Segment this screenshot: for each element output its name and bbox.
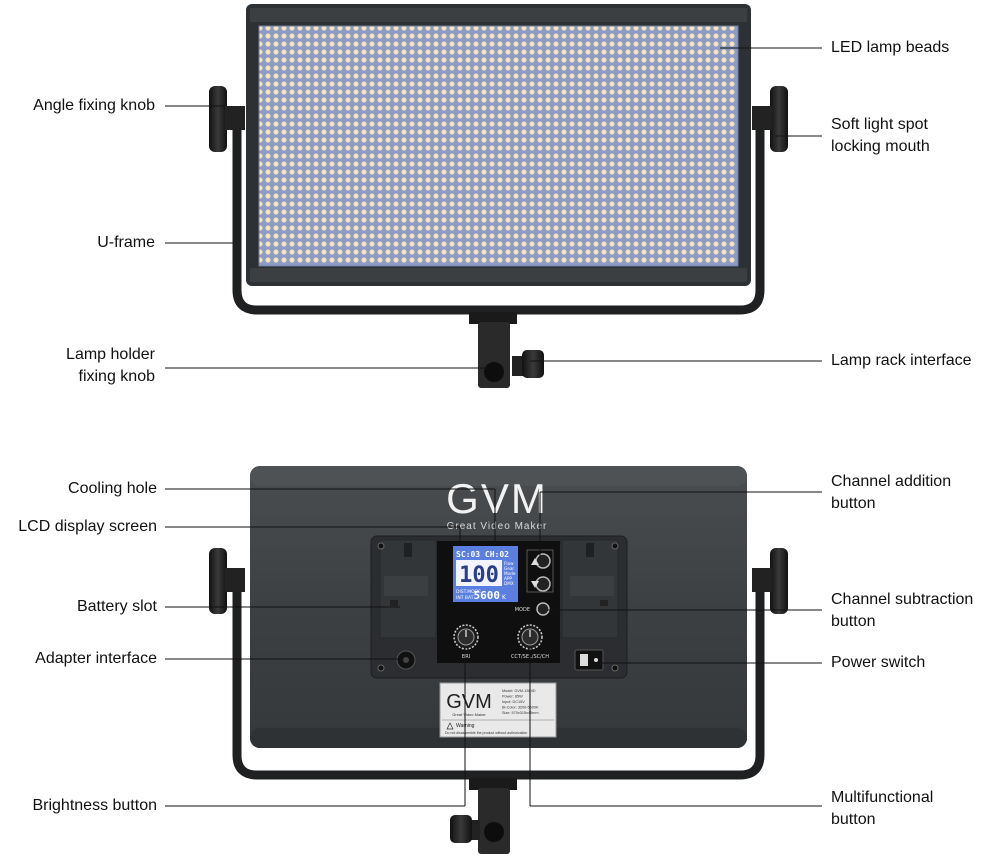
label-u-frame: U-frame: [97, 234, 155, 251]
channel-addition-button: [531, 553, 551, 569]
u-frame: [232, 118, 765, 315]
leader-lines: [165, 47, 822, 807]
svg-text:GVM: GVM: [446, 691, 492, 713]
label-brightness-button: Brightness button: [32, 797, 157, 814]
lcd-int-bat: INT BAT: [456, 595, 474, 601]
lcd-brightness-value: 100: [459, 563, 499, 588]
plate-spec-line: Power: 85W: [502, 695, 523, 699]
u-frame-back: [232, 574, 765, 780]
battery-slot-right: [561, 539, 619, 639]
svg-text:Great Video Maker: Great Video Maker: [452, 712, 486, 717]
lcd-mode-item: Mode: [504, 571, 516, 576]
plate-spec-line: Input: DC15V: [502, 700, 525, 704]
plate-spec-line: Bi-Color: 3200-5600K: [502, 706, 539, 710]
svg-text:Do not disassemble the product: Do not disassemble the product without a…: [445, 731, 527, 735]
brand-tagline: Great Video Maker: [447, 521, 548, 532]
label-lcd-display-screen: LCD display screen: [18, 518, 157, 535]
mode-button: MODE: [515, 602, 550, 616]
plate-spec-line: Size: 570x315x45mm: [502, 711, 539, 715]
lcd-mode-item: Flow: [504, 561, 514, 566]
lcd-top-text: SC:03 CH:02: [456, 550, 509, 559]
info-plate: GVM Great Video Maker Model: GVM-1500D Po…: [439, 682, 557, 738]
lcd-dist-mode: DIST.MODE: [456, 589, 481, 595]
led-lamp-beads: [259, 26, 738, 266]
channel-subtraction-button: [531, 576, 551, 592]
battery-slot-left: [379, 539, 437, 639]
lcd-temp-unit: K: [502, 594, 507, 601]
lcd-mode-item: Gear: [504, 566, 514, 571]
back-view: GVM Great Video Maker: [209, 466, 788, 854]
front-view: [209, 4, 788, 388]
svg-text:BRI: BRI: [462, 654, 470, 660]
label-power-switch: Power switch: [831, 654, 926, 671]
label-adapter-interface: Adapter interface: [35, 650, 157, 667]
plate-spec-line: Model: GVM-1500D: [502, 689, 536, 693]
lamp-holder-back: [450, 778, 517, 854]
lamp-holder-fixing-knob: [522, 350, 544, 378]
angle-fixing-knob-left: [209, 86, 245, 152]
label-lamp-rack-interface: Lamp rack interface: [831, 352, 972, 369]
lcd-color-temp: 5600: [474, 589, 501, 602]
back-knob-right: [752, 548, 788, 614]
label-angle-fixing-knob: Angle fixing knob: [33, 97, 155, 114]
lcd-mode-item: APP: [504, 576, 512, 581]
label-battery-slot: Battery slot: [76, 598, 157, 615]
back-knob-left: [209, 548, 245, 614]
power-switch: [574, 649, 604, 671]
brand-logo: GVM: [446, 475, 548, 522]
brightness-knob: BRI: [453, 624, 479, 660]
lamp-holder: [469, 312, 544, 388]
svg-text:MODE: MODE: [515, 607, 530, 613]
label-cooling-hole: Cooling hole: [68, 480, 157, 497]
label-led-lamp-beads: LED lamp beads: [831, 39, 950, 56]
lcd-mode-item: DMX: [504, 581, 514, 586]
